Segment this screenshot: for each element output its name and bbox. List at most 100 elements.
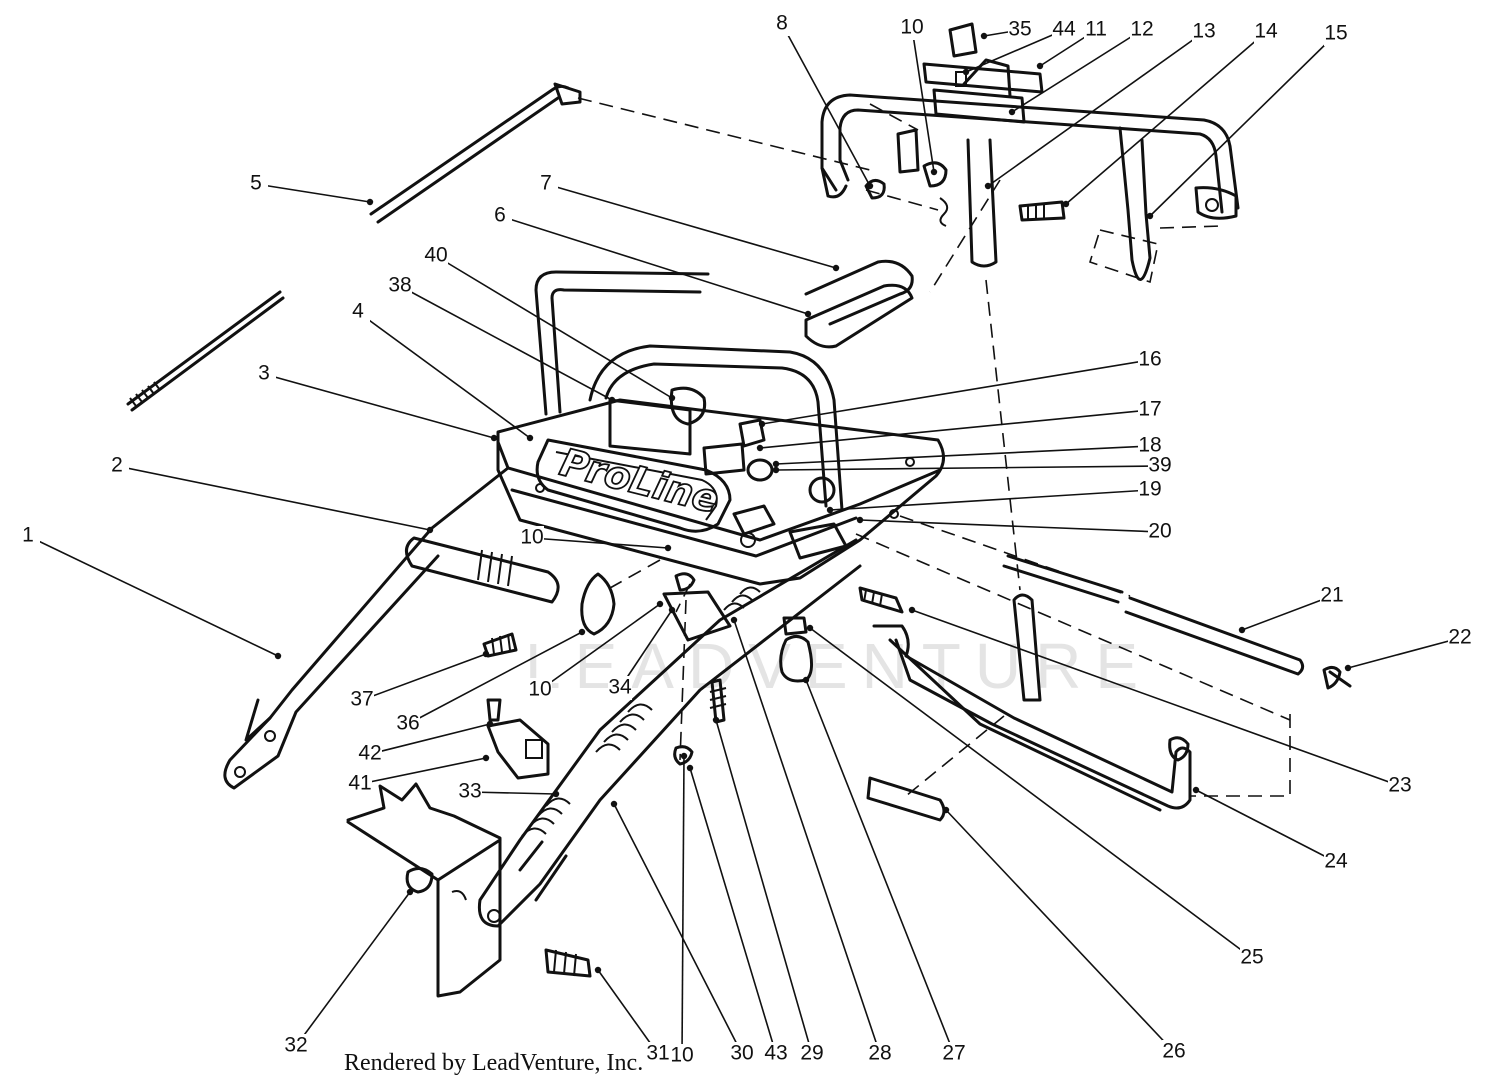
- leader-line: [945, 809, 1175, 1053]
- leader-line: [27, 535, 279, 657]
- callout-backing: [670, 1044, 694, 1068]
- callout-backing: [900, 16, 924, 40]
- callout-backing: [1192, 20, 1216, 44]
- callout-5: 5: [244, 172, 374, 206]
- callout-backing: [458, 780, 482, 804]
- callout-40: 40: [424, 244, 676, 402]
- leader-line: [619, 609, 673, 689]
- leader-dot: [772, 460, 780, 468]
- callout-31: 31: [594, 966, 670, 1066]
- callout-number: 3: [258, 362, 270, 385]
- leader-line: [775, 465, 1161, 471]
- callout-32: 32: [284, 888, 414, 1058]
- callout-number: 41: [348, 772, 371, 795]
- callout-11: 11: [1036, 18, 1108, 70]
- leader-dot: [1344, 664, 1352, 672]
- leader-line: [681, 755, 685, 1057]
- leader-dot: [730, 616, 738, 624]
- callout-number: 15: [1324, 22, 1347, 45]
- leader-line: [369, 723, 491, 755]
- callout-number: 34: [608, 676, 632, 699]
- callout-number: 24: [1324, 850, 1348, 873]
- callout-backing: [396, 712, 420, 736]
- callout-35: 35: [980, 18, 1032, 42]
- callout-26: 26: [942, 806, 1186, 1064]
- callout-10: 10: [520, 526, 672, 552]
- leader-line: [116, 465, 431, 531]
- leader-dot: [490, 434, 498, 442]
- callout-10: 10: [900, 16, 938, 176]
- leader-dot: [406, 888, 414, 896]
- leader-dot: [806, 624, 814, 632]
- callout-33: 33: [458, 780, 560, 804]
- callout-29: 29: [712, 716, 824, 1066]
- callout-18: 18: [772, 434, 1162, 468]
- callout-23: 23: [908, 606, 1412, 798]
- callout-backing: [424, 244, 448, 268]
- callout-6: 6: [488, 204, 812, 318]
- leader-line: [499, 215, 809, 315]
- callout-17: 17: [756, 398, 1162, 452]
- callout-28: 28: [730, 616, 892, 1066]
- leader-line: [829, 489, 1151, 511]
- leader-dot: [908, 606, 916, 614]
- callout-41: 41: [348, 754, 490, 796]
- callout-backing: [244, 172, 268, 196]
- callout-backing: [1254, 20, 1278, 44]
- leader-dot: [1036, 62, 1044, 70]
- leader-dot: [930, 168, 938, 176]
- callout-number: 7: [540, 172, 552, 195]
- callout-number: 14: [1254, 20, 1278, 43]
- callout-number: 1: [22, 524, 34, 547]
- callout-backing: [358, 742, 382, 766]
- leader-dot: [1146, 212, 1154, 220]
- callout-27: 27: [802, 676, 966, 1066]
- part-6-7-clips: [804, 259, 914, 349]
- callout-number: 10: [528, 678, 551, 701]
- upper-handle: [820, 22, 1240, 281]
- leader-line: [911, 609, 1401, 787]
- leader-line: [805, 679, 955, 1055]
- callout-backing: [1138, 478, 1162, 502]
- callout-number: 26: [1162, 1040, 1185, 1063]
- callout-backing: [350, 688, 374, 712]
- callout-backing: [528, 678, 552, 702]
- leader-line: [1149, 33, 1337, 217]
- callout-number: 39: [1148, 454, 1171, 477]
- callout-37: 37: [350, 650, 490, 712]
- callout-16: 16: [758, 348, 1162, 428]
- callout-number: 44: [1052, 18, 1076, 41]
- callout-21: 21: [1238, 584, 1344, 634]
- leader-dot: [1238, 626, 1246, 634]
- callout-backing: [488, 204, 512, 228]
- leader-line: [1065, 31, 1267, 205]
- callout-number: 10: [670, 1044, 693, 1067]
- leader-line: [361, 653, 487, 701]
- callout-36: 36: [396, 628, 586, 736]
- leader-dot: [1192, 786, 1200, 794]
- callout-number: 42: [358, 742, 381, 765]
- leader-line: [689, 767, 777, 1055]
- callout-number: 17: [1138, 398, 1161, 421]
- leader-line: [469, 791, 557, 795]
- leader-line: [407, 631, 583, 725]
- callout-number: 19: [1138, 478, 1161, 501]
- leader-line: [715, 719, 813, 1055]
- leader-dot: [482, 754, 490, 762]
- callout-number: 36: [396, 712, 419, 735]
- callout-number: 32: [284, 1034, 307, 1057]
- callout-backing: [1008, 18, 1032, 42]
- leader-line: [1347, 637, 1461, 669]
- callout-backing: [1130, 18, 1154, 42]
- leader-dot: [802, 676, 810, 684]
- leader-line: [781, 23, 871, 187]
- callout-13: 13: [984, 20, 1216, 190]
- callout-14: 14: [1062, 20, 1278, 208]
- leader-line: [295, 891, 411, 1047]
- callout-20: 20: [856, 516, 1172, 544]
- callout-backing: [1052, 18, 1076, 42]
- callout-number: 29: [800, 1042, 823, 1065]
- callout-backing: [770, 12, 794, 36]
- callout-number: 31: [646, 1042, 669, 1065]
